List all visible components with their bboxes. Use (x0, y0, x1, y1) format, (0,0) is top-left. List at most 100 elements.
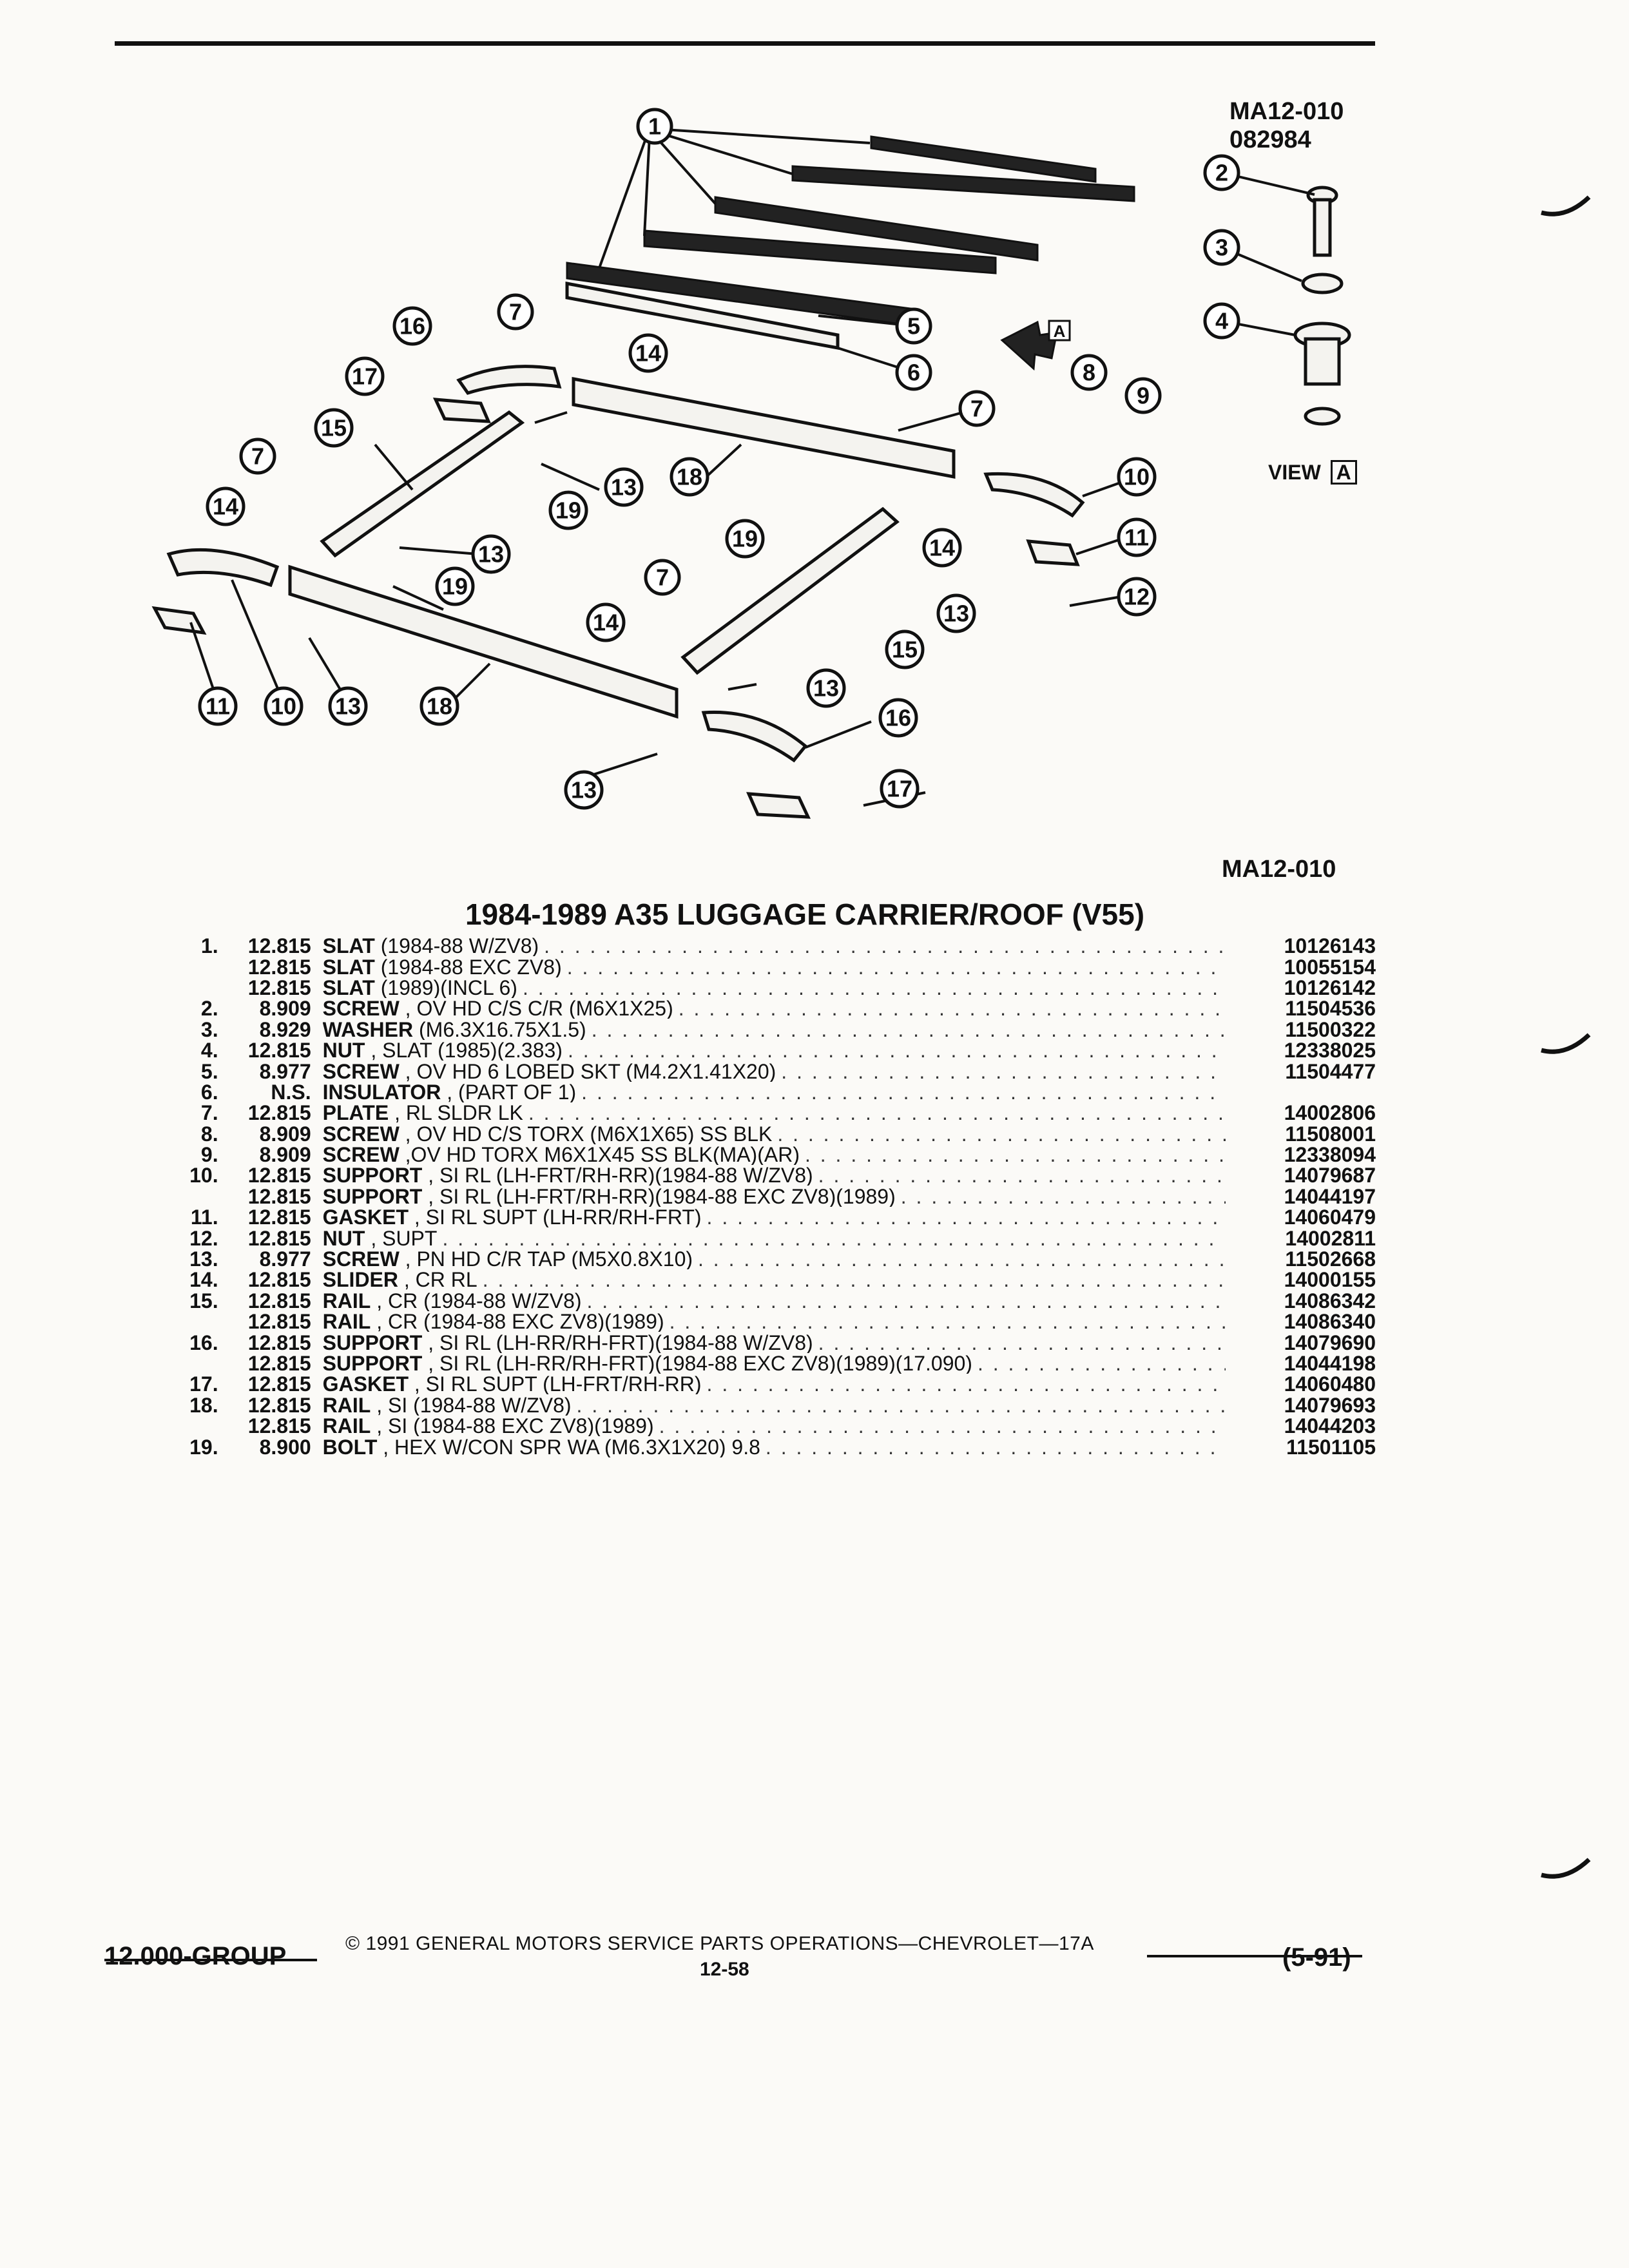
part-number: 11508001 (1285, 1123, 1376, 1144)
cross-rail-left (320, 410, 525, 558)
callout-7a: 7 (497, 293, 534, 331)
callout-11b: 11 (198, 686, 238, 726)
group-number: 8.929 (259, 1019, 311, 1040)
footer-rule-left (104, 1959, 317, 1961)
part-number: 11504536 (1285, 998, 1376, 1019)
part-detail: , SLAT (1985)(2.383) (365, 1040, 563, 1061)
description-cell: SUPPORT , SI RL (LH-FRT/RH-RR)(1984-88 E… (323, 1186, 1235, 1207)
svg-text:2: 2 (1215, 160, 1228, 186)
svg-text:17: 17 (352, 363, 378, 390)
dot-leader (679, 998, 1226, 1019)
part-number: 14079687 (1284, 1165, 1376, 1186)
callout-18b: 18 (419, 686, 459, 726)
description-cell: RAIL , CR (1984-88 EXC ZV8)(1989) (323, 1311, 1235, 1332)
item-number: 5. (200, 1061, 218, 1082)
svg-text:19: 19 (732, 526, 758, 552)
item-number: 19. (189, 1436, 218, 1457)
part-detail: , PN HD C/R TAP (M5X0.8X10) (399, 1249, 693, 1270)
side-rail-rear (572, 376, 956, 479)
part-name: RAIL (322, 1290, 371, 1311)
description-cell: INSULATOR , (PART OF 1) (323, 1082, 1235, 1102)
item-number: 16. (189, 1332, 218, 1353)
callout-7d: 7 (644, 559, 681, 596)
part-name: SLIDER (322, 1269, 398, 1291)
item-number (164, 1186, 224, 1207)
item-number: 10. (189, 1165, 218, 1186)
view-label-text: VIEW (1268, 461, 1321, 484)
callout-14c: 14 (206, 486, 246, 526)
callout-13a: 13 (604, 467, 644, 507)
part-number: 14060480 (1284, 1374, 1376, 1395)
description-cell: RAIL , SI (1984-88 W/ZV8) (323, 1395, 1235, 1416)
part-number: 14086342 (1284, 1290, 1376, 1312)
description-cell: SCREW , OV HD C/S TORX (M6X1X65) SS BLK (323, 1124, 1235, 1144)
part-name: BOLT (322, 1436, 378, 1457)
group-number: 12.815 (247, 1269, 311, 1291)
description-cell: SLAT (1989)(INCL 6) (323, 977, 1235, 998)
item-number: 3. (200, 1019, 218, 1040)
svg-text:16: 16 (885, 705, 911, 731)
item-number: 17. (189, 1374, 218, 1395)
item-number: 18. (189, 1394, 218, 1416)
dot-leader (483, 1269, 1226, 1290)
group-number: 12.815 (247, 1415, 311, 1437)
callout-6: 6 (895, 354, 932, 391)
description-cell: RAIL , SI (1984-88 EXC ZV8)(1989) (323, 1416, 1235, 1436)
gasket-left-front (151, 606, 207, 635)
callout-13c: 13 (936, 593, 976, 633)
svg-text:10: 10 (271, 693, 296, 720)
description-cell: SLIDER , CR RL (323, 1269, 1235, 1290)
part-name: SLAT (322, 956, 375, 977)
part-name: RAIL (322, 1416, 371, 1437)
dot-leader (567, 957, 1226, 977)
part-name: WASHER (322, 1019, 414, 1040)
dot-leader (781, 1061, 1226, 1082)
svg-text:13: 13 (571, 777, 597, 803)
item-number: 6. (200, 1081, 218, 1103)
callout-10b: 10 (264, 686, 304, 726)
footer-date-code: (5-91) (1282, 1943, 1351, 1972)
svg-text:19: 19 (555, 497, 581, 524)
part-number: 14002806 (1284, 1102, 1376, 1124)
description-cell: SUPPORT , SI RL (LH-RR/RH-FRT)(1984-88 E… (323, 1353, 1235, 1374)
gasket-right-front (746, 792, 811, 819)
svg-text:6: 6 (907, 360, 920, 386)
part-name: NUT (322, 1040, 365, 1061)
part-detail: , SI (1984-88 W/ZV8) (371, 1394, 572, 1416)
part-number: 14086340 (1284, 1311, 1376, 1332)
nut-body (1304, 337, 1341, 386)
slat-4 (643, 229, 997, 274)
dot-leader (659, 1416, 1226, 1436)
part-number (1235, 1082, 1376, 1102)
callout-19c: 19 (725, 519, 765, 559)
page-title: 1984-1989 A35 LUGGAGE CARRIER/ROOF (V55) (465, 898, 1145, 931)
part-number: 14079693 (1284, 1394, 1376, 1416)
group-number: 12.815 (247, 1290, 311, 1312)
arrow-letter: A (1054, 322, 1066, 341)
dot-leader (577, 1395, 1226, 1416)
dot-leader (568, 1040, 1226, 1061)
svg-text:14: 14 (593, 610, 619, 636)
callout-10a: 10 (1117, 457, 1157, 497)
item-number: 4. (200, 1039, 218, 1061)
slat-group (565, 135, 1135, 351)
part-number: 14002811 (1285, 1227, 1376, 1249)
callout-14b: 14 (922, 528, 962, 568)
item-number: 2. (200, 998, 218, 1019)
callout-13b: 13 (471, 534, 511, 574)
gasket-left-rear (432, 398, 491, 423)
description-cell: WASHER (M6.3X16.75X1.5) (323, 1019, 1235, 1040)
callout-12: 12 (1117, 577, 1157, 617)
part-name: SUPPORT (322, 1353, 423, 1374)
callout-19a: 19 (548, 490, 588, 530)
view-arrow: A (1000, 320, 1071, 371)
footer-page-number: 12-58 (700, 1959, 749, 1980)
item-number: 7. (200, 1102, 218, 1124)
item-number (164, 977, 224, 998)
